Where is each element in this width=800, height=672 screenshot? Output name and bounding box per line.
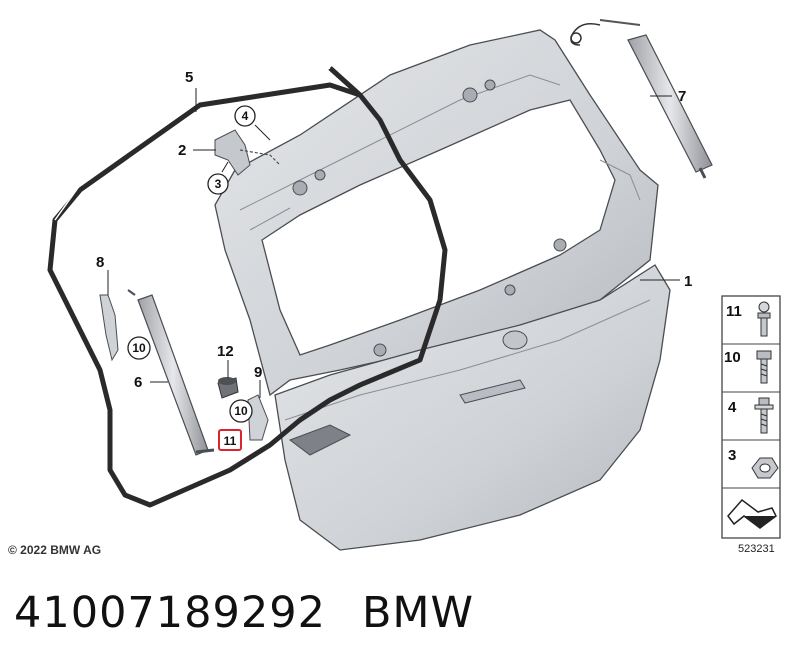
svg-text:3: 3 <box>215 177 222 191</box>
bracket-9 <box>247 394 269 441</box>
fastener-legend: 11 10 4 3 <box>721 295 781 539</box>
highlighted-callout-11[interactable]: 11 <box>218 429 242 451</box>
flange-bolt-icon <box>754 397 774 434</box>
svg-text:11: 11 <box>726 303 742 320</box>
callout-6: 6 <box>134 374 142 391</box>
callout-1: 1 <box>684 273 692 290</box>
svg-text:10: 10 <box>724 349 741 366</box>
hinge-2 <box>214 129 281 176</box>
svg-text:4: 4 <box>242 109 249 123</box>
copyright-notice: © 2022 BMW AG <box>8 543 101 557</box>
circled-callout-10-right: 10 <box>229 399 253 423</box>
circled-callout-10-left: 10 <box>127 336 151 360</box>
gas-strut-left <box>137 294 215 456</box>
diagram-number: 523231 <box>738 543 775 555</box>
svg-text:4: 4 <box>728 399 737 416</box>
callout-5: 5 <box>185 69 193 86</box>
hex-screw-icon <box>756 350 772 384</box>
svg-text:3: 3 <box>728 447 736 464</box>
footer-caption: 41007189292 BMW <box>14 588 474 638</box>
callout-9: 9 <box>254 364 262 381</box>
circled-callout-4: 4 <box>234 105 256 127</box>
callout-12: 12 <box>217 343 234 360</box>
callout-8: 8 <box>96 254 104 271</box>
fold-arrow-icon <box>727 498 777 529</box>
legend-row-10: 10 <box>724 349 772 384</box>
callout-2: 2 <box>178 142 186 159</box>
hex-nut-icon <box>751 457 779 479</box>
svg-text:10: 10 <box>234 404 248 418</box>
svg-text:10: 10 <box>132 341 146 355</box>
brand-name: BMW <box>361 588 475 638</box>
legend-row-11: 11 <box>726 301 771 337</box>
weatherstrip-seal <box>47 66 448 508</box>
legend-row-3: 3 <box>728 447 779 479</box>
circled-callout-3: 3 <box>207 173 229 195</box>
grommet-12 <box>217 377 239 399</box>
leader-lines <box>107 88 680 398</box>
gas-strut-upper <box>570 19 713 179</box>
legend-row-4: 4 <box>728 397 774 434</box>
part-number: 41007189292 <box>14 588 326 638</box>
tailgate-outer-skin <box>274 264 671 551</box>
callout-7: 7 <box>678 88 686 105</box>
tailgate-frame <box>214 29 659 397</box>
svg-text:11: 11 <box>224 434 237 448</box>
ball-stud-icon <box>757 301 771 337</box>
